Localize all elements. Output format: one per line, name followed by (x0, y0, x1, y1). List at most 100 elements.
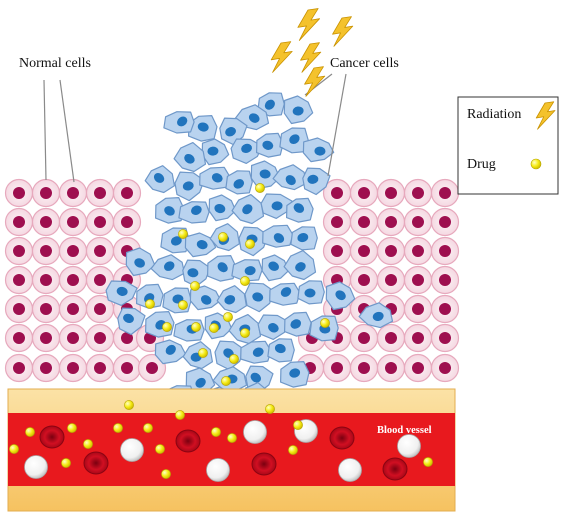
cancer-cell-nucleus (250, 372, 261, 383)
normal-cell-nucleus (94, 245, 106, 257)
drug-particle (25, 427, 35, 437)
cancer-cell (208, 194, 237, 222)
normal-cell-nucleus (40, 187, 52, 199)
normal-cell-nucleus (67, 216, 79, 228)
normal-cell-nucleus (439, 362, 451, 374)
normal-cell-nucleus (94, 303, 106, 315)
cancer-cell-nucleus (241, 143, 252, 154)
drug-particle (113, 423, 123, 433)
cancer-cell (105, 280, 138, 306)
cancer-cell-nucleus (200, 295, 212, 305)
normal-cell (31, 178, 61, 208)
cancer-cell (280, 361, 310, 388)
normal-cell-nucleus (13, 245, 25, 257)
cancer-cell (150, 254, 186, 281)
normal-cell-nucleus (121, 362, 133, 374)
normal-cell (58, 236, 88, 266)
cancer-cell-nucleus (297, 232, 309, 243)
cancer-cell-nucleus (264, 99, 275, 110)
legend-radiation-label: Radiation (467, 107, 521, 122)
normal-cell-nucleus (94, 187, 106, 199)
drug-particle (265, 404, 275, 414)
cancer-cells-label: Cancer cells (330, 56, 399, 71)
normal-cell-nucleus (40, 332, 52, 344)
cancer-cell-nucleus (252, 292, 264, 302)
white-blood-cell (24, 455, 48, 479)
radiation-bolt-icon (270, 41, 293, 73)
cancer-cell-nucleus (116, 286, 128, 296)
normal-cell-nucleus (40, 245, 52, 257)
normal-cells-label: Normal cells (19, 56, 91, 71)
normal-cell (349, 353, 379, 383)
normal-cell (322, 353, 352, 383)
normal-cell (376, 178, 406, 208)
normal-cell (403, 294, 433, 324)
radiation-bolt-icon (297, 8, 320, 41)
cancer-cell-nucleus (123, 313, 134, 323)
normal-cell-nucleus (121, 216, 133, 228)
drug-particle (191, 322, 201, 332)
normal-cell (58, 178, 88, 208)
drug-particle (221, 376, 231, 386)
drug-particle (145, 299, 155, 309)
normal-cell (403, 353, 433, 383)
cancer-cell (231, 194, 265, 225)
cancer-cell (240, 340, 272, 364)
cancer-cell (260, 193, 293, 219)
normal-cell-nucleus (94, 274, 106, 286)
cancer-cell (358, 302, 394, 329)
cancer-cell (283, 95, 314, 125)
normal-cell (4, 265, 34, 295)
cancer-cell-nucleus (259, 169, 271, 179)
normal-cell-nucleus (412, 245, 424, 257)
normal-cell-nucleus (412, 274, 424, 286)
normal-cell (85, 178, 115, 208)
cancer-cell (297, 280, 325, 305)
normal-cell (4, 353, 34, 383)
radiation-bolt-icon (300, 42, 322, 73)
normal-cell (430, 353, 460, 383)
cancer-cell (189, 285, 222, 311)
normal-cell (112, 207, 142, 237)
cancer-cell (257, 92, 285, 117)
white-blood-cell (206, 458, 230, 482)
cancer-cell (154, 339, 187, 365)
normal-cell-nucleus (13, 303, 25, 315)
normal-cell (112, 178, 142, 208)
drug-particle (320, 318, 330, 328)
white-blood-cell (243, 420, 267, 444)
normal-cell-nucleus (385, 362, 397, 374)
normal-cell-nucleus (439, 332, 451, 344)
normal-cell-nucleus (67, 332, 79, 344)
normal-cell (4, 294, 34, 324)
normal-cell-nucleus (439, 274, 451, 286)
drug-particle (175, 410, 185, 420)
drug-particle (209, 323, 219, 333)
cancer-cell-nucleus (195, 377, 206, 388)
normal-cell (322, 207, 352, 237)
cancer-cell-nucleus (217, 262, 228, 273)
normal-cell (85, 353, 115, 383)
drug-particle (155, 444, 165, 454)
cancer-cell (302, 137, 335, 163)
red-blood-cell (39, 425, 65, 449)
normal-cell-nucleus (439, 216, 451, 228)
legend: Radiation Drug (457, 96, 559, 195)
cancer-cell-nucleus (307, 174, 319, 184)
normal-cell (4, 207, 34, 237)
cancer-cell-nucleus (292, 106, 304, 116)
red-blood-cell (175, 429, 201, 453)
red-blood-cell (382, 457, 408, 481)
cancer-cell (284, 311, 312, 337)
cancer-cell-nucleus (196, 240, 208, 250)
normal-cell (322, 178, 352, 208)
cancer-cell (173, 142, 207, 173)
cancer-cell-nucleus (280, 287, 292, 297)
normal-cell (31, 294, 61, 324)
normal-cells-pointer-2 (59, 79, 75, 183)
normal-cell-nucleus (94, 362, 106, 374)
cancer-cell (267, 338, 295, 363)
cancer-cell (125, 247, 156, 277)
normal-cell (376, 236, 406, 266)
